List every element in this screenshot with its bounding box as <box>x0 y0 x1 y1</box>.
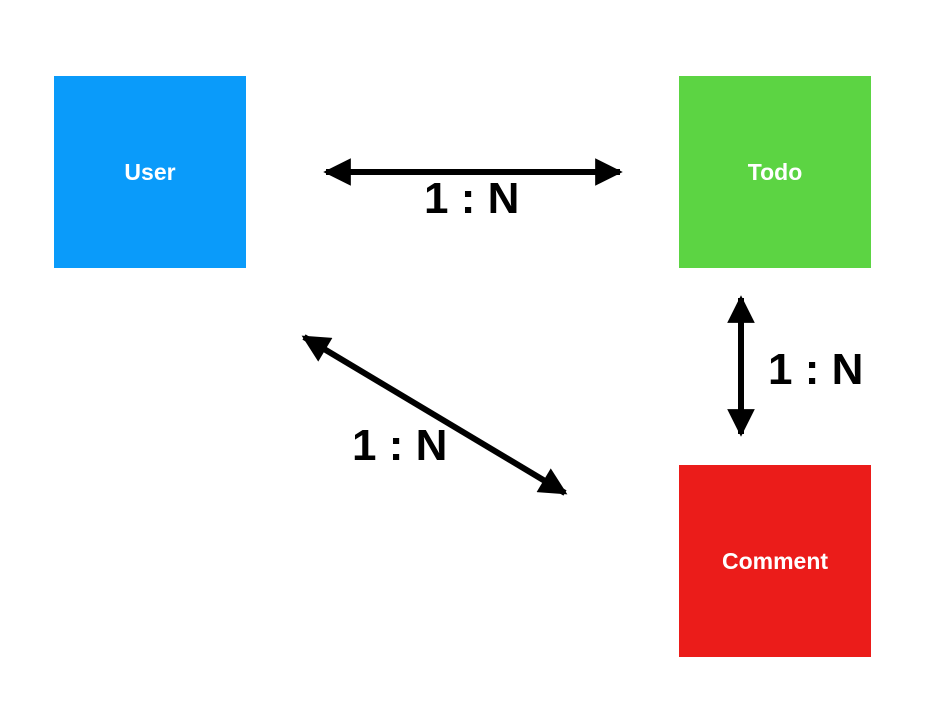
entity-comment[interactable]: Comment <box>679 465 871 657</box>
arrow-user-comment <box>301 334 568 496</box>
relation-label-todo-comment: 1 : N <box>768 345 864 394</box>
relation-label-user-todo: 1 : N <box>424 174 520 223</box>
entity-todo[interactable]: Todo <box>679 76 871 268</box>
entity-user[interactable]: User <box>54 76 246 268</box>
relation-label-user-comment: 1 : N <box>352 421 448 470</box>
